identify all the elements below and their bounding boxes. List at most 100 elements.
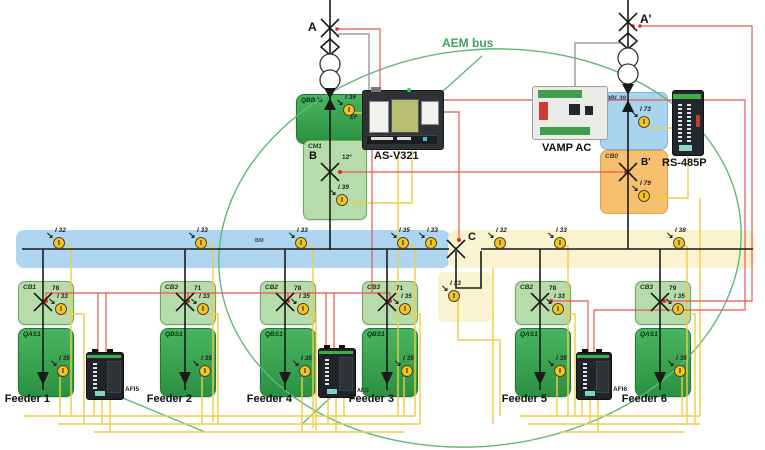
feeder-breaker-box[interactable]: CB2 [515, 281, 571, 325]
sensor-arrow-icon: ↘ [46, 230, 54, 240]
feeder-switch-box[interactable]: QBS1 [362, 328, 418, 397]
incomer2-breaker-box[interactable]: CB0 [600, 150, 668, 214]
sensor-indicator[interactable]: I [494, 237, 506, 249]
sensor-indicator[interactable]: I [53, 237, 65, 249]
vamp-ac-label: VAMP AC [542, 142, 592, 154]
sensor-label: I 35 [401, 293, 412, 300]
sensor-indicator[interactable]: I [673, 237, 685, 249]
current-sensor: ↘I 33 I [418, 227, 442, 259]
sensor-arrow-icon: ↘ [418, 230, 426, 240]
sensor-indicator[interactable]: I [55, 303, 67, 315]
vamp-terminals-top [538, 90, 582, 98]
asv-connector [371, 87, 381, 92]
sensor-arrow-icon: ↘ [487, 230, 495, 240]
sensor-indicator[interactable]: I [199, 365, 211, 377]
primary-circuit [22, 0, 753, 390]
afi-dip-column [93, 363, 97, 389]
feeder-angle: 79 [669, 285, 677, 292]
sensor-indicator[interactable]: I [57, 365, 69, 377]
feeder-breaker-box[interactable]: CB3 [635, 281, 691, 325]
sensor-indicator[interactable]: I [197, 303, 209, 315]
device-vamp-ac[interactable] [532, 86, 608, 140]
sensor-indicator[interactable]: I [401, 365, 413, 377]
sensor-label: I 33 [427, 227, 438, 234]
feeder-switch-box[interactable]: QAS1 [515, 328, 571, 397]
afi-dip-column [325, 359, 329, 387]
sensor-indicator[interactable]: I [672, 303, 684, 315]
sensor-label: I 35 [399, 227, 410, 234]
sensor-arrow-icon: ↘ [290, 296, 298, 306]
sensor-arrow-icon: ↘ [292, 358, 300, 368]
sensor-arrow-icon: ↘ [288, 230, 296, 240]
current-sensor: ↘I 32 I [46, 227, 70, 259]
sensor-indicator[interactable]: I [638, 116, 650, 128]
sensor-indicator[interactable]: I [425, 237, 437, 249]
sensor-indicator[interactable]: I [448, 290, 460, 302]
breaker-angle: 12° [342, 154, 352, 161]
sensor-indicator[interactable]: I [336, 194, 348, 206]
feeder-switch-box[interactable]: QAS1 [18, 328, 74, 397]
sensor-indicator[interactable]: I [399, 303, 411, 315]
feeder-breaker-box[interactable]: CB2 [260, 281, 316, 325]
sensor-arrow-icon: ↘ [547, 230, 555, 240]
sensor-label: I 33 [554, 293, 565, 300]
feeder-switch-code: QBS1 [165, 331, 183, 338]
feeder-switch-box[interactable]: QBS1 [260, 328, 316, 397]
afi-prong [324, 345, 330, 349]
feeder-switch-code: QBS1 [367, 331, 385, 338]
sensor-label: I 32 [55, 227, 66, 234]
sensor-label: I 35 [299, 293, 310, 300]
device-rs-485p[interactable] [672, 90, 704, 156]
feeder-name: Feeder 2 [146, 393, 192, 405]
sensor-indicator[interactable]: I [295, 237, 307, 249]
sensor-indicator[interactable]: I [552, 303, 564, 315]
sensor-label: I 35 [201, 355, 212, 362]
afi-prong [582, 349, 588, 353]
feeder-breaker-code: CB3 [367, 284, 381, 291]
rs485-teal-tag [679, 145, 692, 151]
current-sensor: ↘I 35 I [290, 293, 314, 325]
sensor-arrow-icon: ↘ [666, 230, 674, 240]
asv-right-label [421, 101, 439, 125]
sensor-label: I 39 [345, 94, 356, 101]
sensor-indicator[interactable]: I [343, 104, 355, 116]
device-afi-mid[interactable] [318, 345, 356, 398]
sensor-indicator[interactable]: I [554, 237, 566, 249]
bus-tag: BM [255, 238, 264, 244]
sensor-indicator[interactable]: I [674, 365, 686, 377]
feeder-switch-box[interactable]: QBS1 [160, 328, 216, 397]
feeder-switch-code: QBS1 [265, 331, 283, 338]
sensor-indicator[interactable]: I [297, 303, 309, 315]
feeder-breaker-code: CB2 [265, 284, 279, 291]
sensor-label: I 35 [59, 355, 70, 362]
asv-terminal-led [423, 137, 427, 141]
feeder-name: Feeder 1 [4, 393, 50, 405]
incomer2-isolator-box[interactable]: QBL38 [600, 92, 668, 150]
device-afi-right[interactable] [576, 349, 612, 400]
sensor-arrow-icon: ↘ [50, 358, 58, 368]
sensor-sub-label: EF [350, 115, 358, 121]
sensor-indicator[interactable]: I [554, 365, 566, 377]
sensor-label: I 35 [556, 355, 567, 362]
sensor-indicator[interactable]: I [299, 365, 311, 377]
sensor-indicator[interactable]: I [397, 237, 409, 249]
trip-dots [44, 24, 666, 303]
sensor-indicator[interactable]: I [638, 190, 650, 202]
sensor-label: I 33 [197, 227, 208, 234]
incomer-a2-label: A' [640, 12, 652, 26]
incomer-breaker-box[interactable]: CM1 [303, 140, 367, 220]
device-as-v321[interactable] [362, 87, 444, 150]
feeder-switch-box[interactable]: QAS1 [635, 328, 691, 397]
sensor-label: I 79 [640, 180, 651, 187]
device-afi-left[interactable] [86, 349, 124, 400]
rs-485p-label: RS-485P [662, 157, 707, 169]
sensor-indicator[interactable]: I [195, 237, 207, 249]
current-sensor: ↘I 35 I [50, 355, 74, 387]
